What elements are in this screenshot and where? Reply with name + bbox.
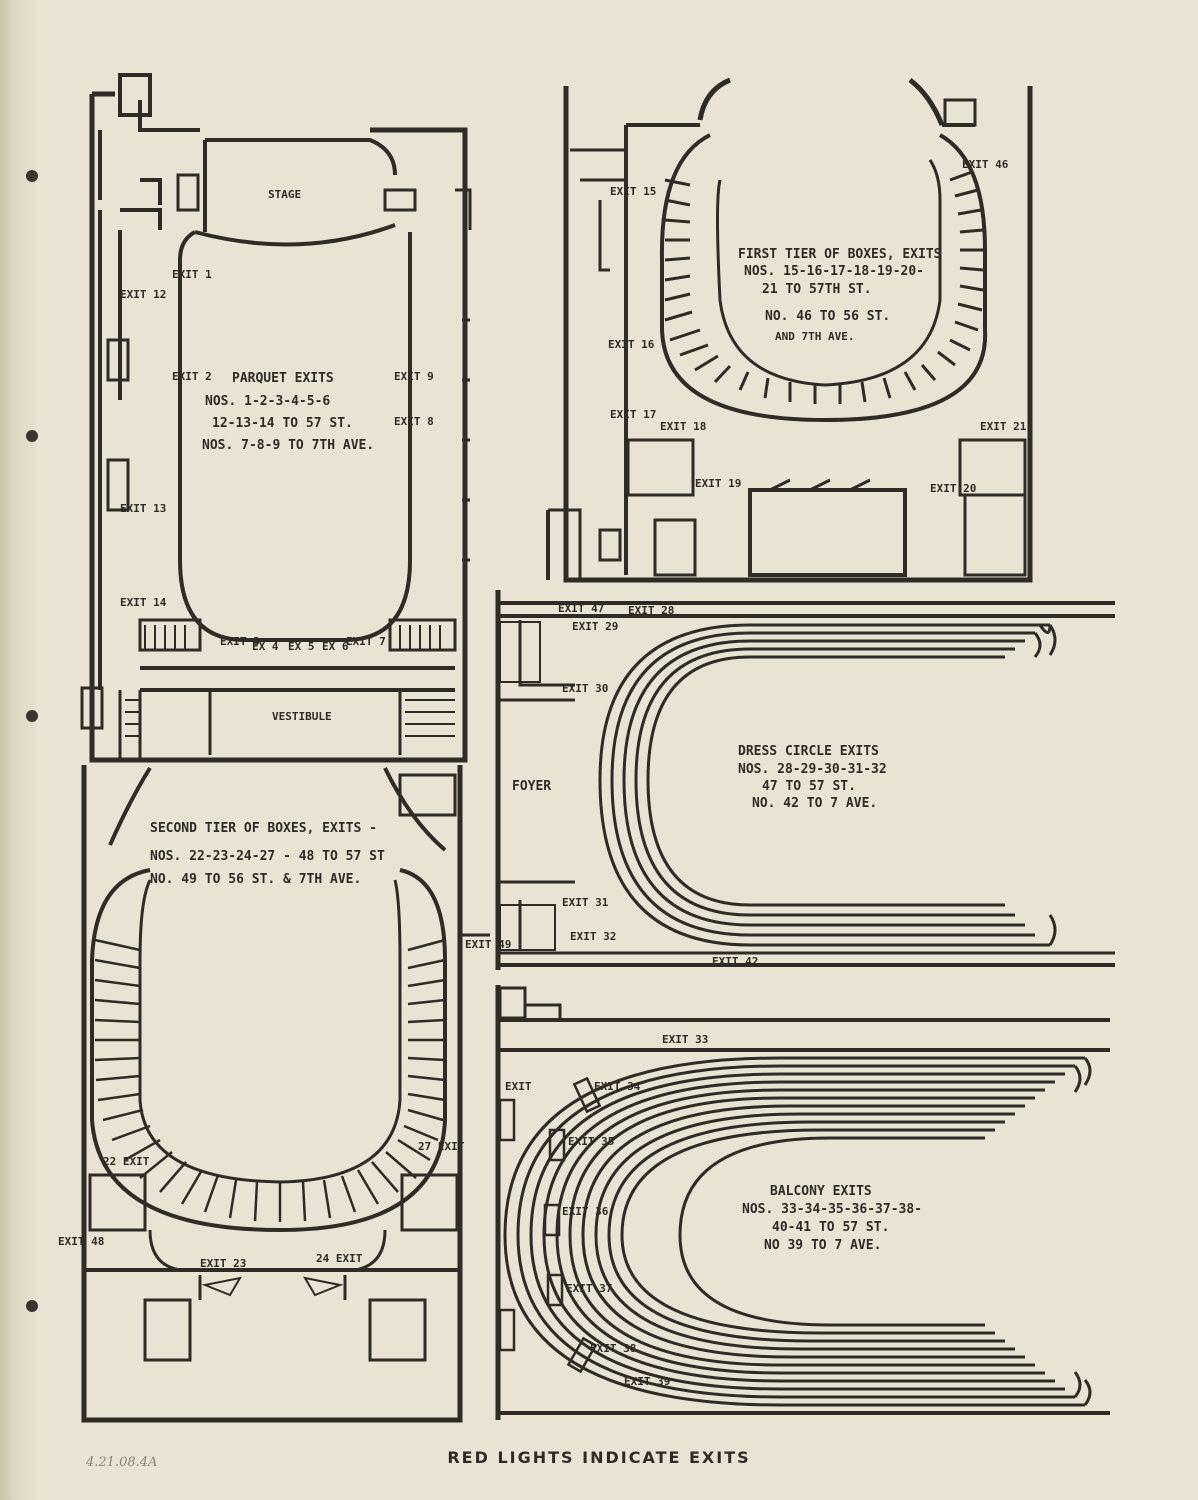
exit-label: 27 EXIT [418,1140,465,1153]
first-tier-line4: AND 7TH AVE. [775,330,854,343]
exit-label: EXIT 49 [465,938,511,951]
foyer-label: FOYER [512,779,551,794]
dress-circle-line1: NOS. 28-29-30-31-32 [738,762,887,777]
parquet-line3: NOS. 7-8-9 TO 7TH AVE. [202,438,374,453]
exit-label: EX 5 [288,640,315,653]
second-tier-line1: NOS. 22-23-24-27 - 48 TO 57 ST [150,849,385,864]
exit-label: EXIT 30 [562,682,608,695]
exit-label: EXIT 31 [562,896,609,909]
exit-label: EXIT 48 [58,1235,104,1248]
exit-label: EXIT 47 [558,602,604,615]
exit-label: EXIT 42 [712,955,758,968]
binding-gutter [0,0,36,1500]
exit-label: EXIT 17 [610,408,656,421]
binding-hole [26,430,38,442]
first-tier-line1: NOS. 15-16-17-18-19-20- [744,264,924,279]
parquet-plan [80,73,472,763]
exit-label: EXIT 28 [628,604,674,617]
exit-label: EXIT 21 [980,420,1027,433]
exit-label: EXIT 23 [200,1257,246,1270]
exit-label: 22 EXIT [103,1155,150,1168]
first-tier-line3: NO. 46 TO 56 ST. [765,309,890,324]
exit-label: EXIT 37 [566,1282,612,1295]
exit-label: EXIT 15 [610,185,656,198]
pencil-annotation: 4.21.08.4A [86,1455,158,1470]
parquet-line1: NOS. 1-2-3-4-5-6 [205,394,330,409]
vestibule-label: VESTIBULE [272,710,332,723]
first-tier-plan [546,77,1033,583]
dress-circle-line2: 47 TO 57 ST. [762,779,856,794]
balcony-line1: NOS. 33-34-35-36-37-38- [742,1202,922,1217]
exit-label: EXIT 33 [662,1033,708,1046]
exit-label: EXIT 18 [660,420,706,433]
binding-hole [26,1300,38,1312]
exit-label: EX 4 [252,640,279,653]
exit-label: EXIT 34 [594,1080,641,1093]
second-tier-plan [81,765,490,1423]
dress-circle-plan [495,590,1115,970]
exit-label: EXIT 32 [570,930,616,943]
first-tier-line2: 21 TO 57TH ST. [762,282,872,297]
exit-label: EXIT 2 [172,370,212,383]
exit-label: EXIT 9 [394,370,434,383]
dress-circle-title: DRESS CIRCLE EXITS [738,744,879,759]
exit-label: EXIT 36 [562,1205,609,1218]
exit-label: EXIT 35 [568,1135,614,1148]
dress-circle-line3: NO. 42 TO 7 AVE. [752,796,877,811]
exit-label: EXIT 1 [172,268,212,281]
parquet-line2: 12-13-14 TO 57 ST. [212,416,353,431]
exit-label: EXIT 29 [572,620,618,633]
exit-label: 24 EXIT [316,1252,363,1265]
balcony-plan [495,985,1110,1420]
second-tier-line2: NO. 49 TO 56 ST. & 7TH AVE. [150,872,361,887]
footer-caption: RED LIGHTS INDICATE EXITS [447,1448,751,1467]
binding-hole [26,710,38,722]
exit-label: EXIT [505,1080,532,1093]
exit-label: EXIT 20 [930,482,976,495]
parquet-title: PARQUET EXITS [232,371,334,386]
exit-label: EXIT 16 [608,338,655,351]
exit-label: EXIT 7 [346,635,386,648]
balcony-line3: NO 39 TO 7 AVE. [764,1238,881,1253]
balcony-line2: 40-41 TO 57 ST. [772,1220,889,1235]
stage-label: STAGE [268,188,301,201]
exit-label: EXIT 3 [220,635,260,648]
exit-label: EXIT 19 [695,477,741,490]
exit-label: EXIT 12 [120,288,166,301]
exit-label: EXIT 39 [624,1375,670,1388]
exit-label: EXIT 46 [962,158,1009,171]
balcony-title: BALCONY EXITS [770,1184,872,1199]
first-tier-title: FIRST TIER OF BOXES, EXITS [738,247,942,262]
second-tier-title: SECOND TIER OF BOXES, EXITS - [150,821,377,836]
exit-label: EXIT 38 [590,1342,636,1355]
exit-label: EXIT 13 [120,502,166,515]
exit-label: EXIT 14 [120,596,167,609]
binding-hole [26,170,38,182]
exit-label: EXIT 8 [394,415,434,428]
exit-label: EX 6 [322,640,349,653]
